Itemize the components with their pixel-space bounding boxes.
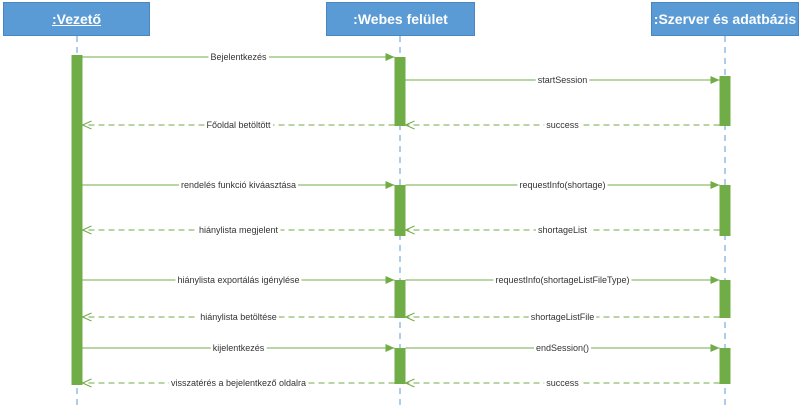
message-13: endSession() — [405, 343, 720, 353]
arrowhead-filled — [710, 344, 720, 352]
message-label-bg — [493, 275, 632, 285]
message-6: hiánylista megjelent — [81, 225, 395, 235]
message-label-bg — [544, 378, 582, 388]
message-7: shortageList — [404, 225, 720, 235]
arrowhead-filled — [385, 181, 395, 189]
message-3: success — [404, 120, 720, 130]
activation-bar — [394, 57, 406, 126]
message-label: success — [546, 378, 579, 388]
lifeline-header-webes: :Webes felület — [326, 2, 475, 36]
arrowhead-open — [81, 225, 92, 235]
arrowhead-filled — [385, 276, 395, 284]
message-8: hiánylista exportálás igénylése — [82, 275, 395, 285]
message-5: requestInfo(shortage) — [405, 180, 720, 190]
activation-bar — [394, 280, 406, 318]
lifeline-label-szerver: :Szerver és adatbázis — [653, 11, 797, 27]
lifeline-header-szerver: :Szerver és adatbázis — [651, 2, 799, 36]
message-label: success — [546, 120, 579, 130]
message-label: visszatérés a bejelentkező oldalra — [171, 378, 306, 388]
message-label: shortageList — [538, 225, 588, 235]
activation-bar — [719, 185, 731, 236]
activation-bar — [719, 348, 731, 384]
message-label-bg — [544, 120, 582, 130]
message-11: shortageListFile — [404, 312, 720, 322]
message-label: startSession — [538, 75, 588, 85]
message-label-bg — [175, 275, 302, 285]
message-label: hiánylista megjelent — [199, 225, 279, 235]
message-label: endSession() — [536, 343, 589, 353]
message-14: visszatérés a bejelentkező oldalra — [81, 378, 395, 388]
message-label: hiánylista exportálás igénylése — [177, 275, 299, 285]
activation-bar — [394, 185, 406, 236]
message-0: Bejelentkezés — [82, 52, 395, 62]
arrowhead-filled — [710, 181, 720, 189]
message-label-bg — [168, 378, 309, 388]
activation-bar — [719, 280, 731, 318]
message-label-bg — [535, 75, 590, 85]
message-4: rendelés funkció kiváasztása — [82, 180, 395, 190]
arrowhead-filled — [385, 53, 395, 61]
arrowhead-filled — [710, 276, 720, 284]
arrowhead-open — [404, 378, 415, 388]
message-label-bg — [204, 120, 274, 130]
message-label-bg — [535, 225, 590, 235]
message-2: Főoldal betöltött — [81, 120, 395, 130]
arrowhead-open — [81, 312, 92, 322]
message-label-bg — [528, 312, 597, 322]
message-label: kijelentkezés — [213, 343, 265, 353]
message-label-bg — [210, 343, 267, 353]
arrowhead-filled — [385, 344, 395, 352]
lifeline-label-vezeto: :Vezető — [51, 11, 101, 27]
message-label: rendelés funkció kiváasztása — [181, 180, 296, 190]
arrowhead-open — [404, 225, 415, 235]
message-label-bg — [196, 225, 281, 235]
message-label-bg — [178, 180, 299, 190]
message-9: requestInfo(shortageListFileType) — [405, 275, 720, 285]
message-label-bg — [533, 343, 592, 353]
message-label-bg — [517, 180, 608, 190]
arrowhead-open — [404, 312, 415, 322]
message-10: hiánylista betöltése — [81, 312, 395, 322]
lifeline-header-vezeto: :Vezető — [3, 2, 150, 36]
activation-bar — [71, 55, 83, 385]
message-15: success — [404, 378, 720, 388]
message-label: hiánylista betöltése — [200, 312, 277, 322]
message-label: shortageListFile — [531, 312, 595, 322]
message-label: Főoldal betöltött — [206, 120, 271, 130]
arrowhead-open — [404, 120, 415, 130]
message-label-bg — [208, 52, 270, 62]
message-label: requestInfo(shortage) — [519, 180, 605, 190]
message-label: requestInfo(shortageListFileType) — [495, 275, 629, 285]
message-label-bg — [198, 312, 279, 322]
arrowhead-filled — [710, 76, 720, 84]
message-12: kijelentkezés — [82, 343, 395, 353]
activation-bars — [71, 55, 731, 385]
activation-bar — [719, 76, 731, 126]
arrowhead-open — [81, 120, 92, 130]
arrowhead-open — [81, 378, 92, 388]
activation-bar — [394, 348, 406, 384]
lifeline-label-webes: :Webes felület — [353, 11, 448, 27]
message-1: startSession — [405, 75, 720, 85]
message-label: Bejelentkezés — [210, 52, 267, 62]
